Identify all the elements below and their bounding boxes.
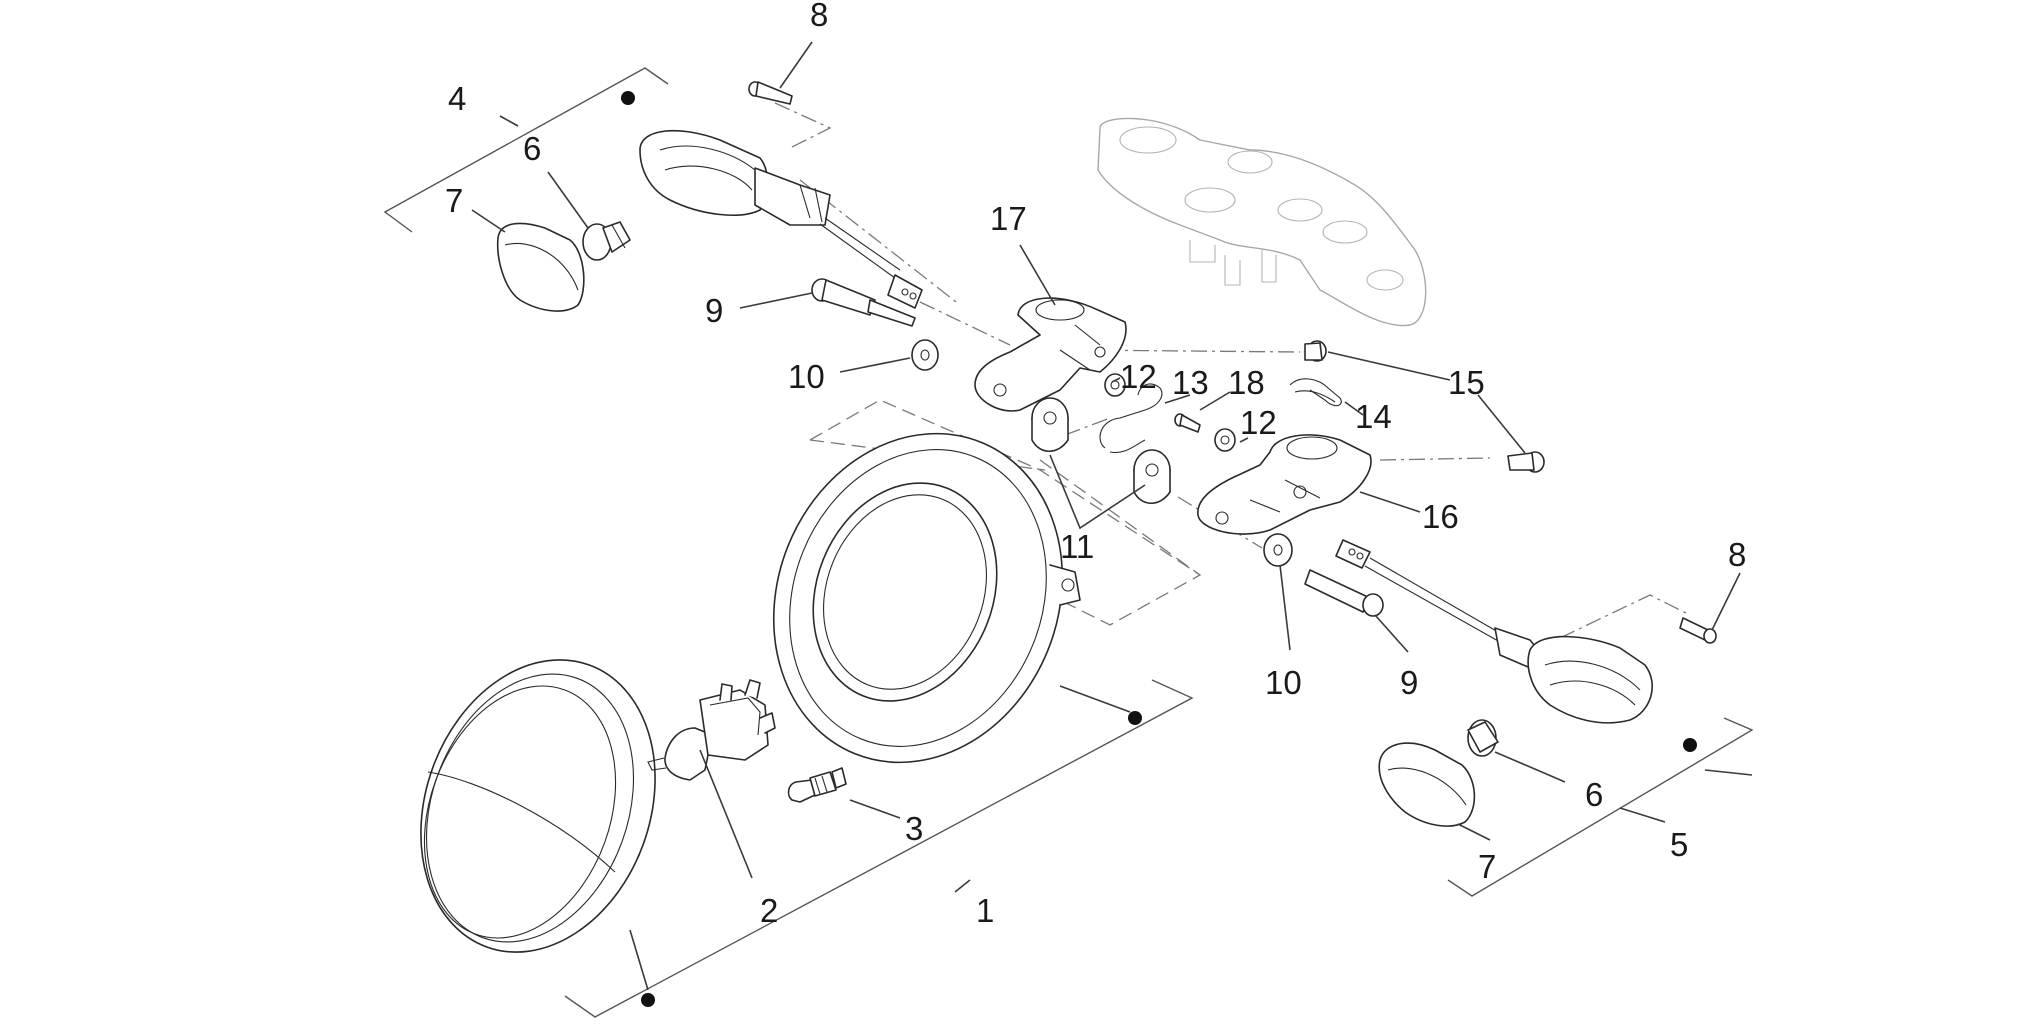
pin-15-upper [1304,340,1327,362]
rubber-grommet-lower [1133,449,1171,505]
group-bracket-5 [1447,717,1754,897]
headlight-h4-bulb [647,679,776,781]
group-5-marker-dot [1683,738,1697,752]
callout-17: 17 [990,200,1027,237]
group-4-marker-dot [621,91,635,105]
callout-11: 11 [1060,528,1094,565]
callout-8-top: 8 [810,0,828,33]
right-lens [1378,742,1476,827]
callout-2: 2 [760,892,778,929]
callout-12-lower: 12 [1240,404,1277,441]
callout-9-right: 9 [1400,664,1418,701]
washer-10-left [911,339,939,371]
callout-3: 3 [905,810,923,847]
callout-numbers: 8 4 6 7 17 9 10 12 13 18 15 14 12 16 11 … [445,0,1746,929]
callout-12-upper: 12 [1120,358,1157,395]
callout-9-left: 9 [705,292,723,329]
group-bracket-4 [383,67,669,233]
spring-clip [1099,383,1163,454]
callout-13: 13 [1172,364,1209,401]
screw-8-top [748,81,793,105]
bolt-9-left [811,278,916,327]
leader-lines [471,41,1753,991]
nut-12-upper [1104,373,1126,397]
headlight-shell [772,432,1081,764]
pilot-bulb [787,767,847,803]
nut-12-lower [1214,428,1236,452]
callout-15: 15 [1448,364,1485,401]
callout-8-right: 8 [1728,536,1746,573]
callout-7-right: 7 [1478,848,1496,885]
callout-14: 14 [1355,398,1392,435]
callout-6-right: 6 [1585,776,1603,813]
pin-15-lower [1507,451,1545,473]
left-indicator-housing [639,129,769,216]
ghost-triple-clamp [1097,117,1427,327]
right-bulb [1467,719,1499,757]
small-screw-18 [1174,413,1201,433]
right-indicator-assembly [1335,539,1654,724]
callout-10-right: 10 [1265,664,1302,701]
left-mounting-bracket [974,297,1127,412]
wire-clip-14 [1289,378,1342,407]
right-mounting-bracket [1197,434,1372,535]
callout-5: 5 [1670,826,1688,863]
rubber-grommet-upper [1031,397,1069,453]
headlight-front-lens [420,659,656,953]
callout-7-left: 7 [445,182,463,219]
left-indicator-stem [754,167,831,226]
left-indicator-connector [887,274,923,309]
bolt-9-right [1304,569,1384,617]
group-bracket-1 [564,679,1194,1018]
callout-1: 1 [976,892,994,929]
left-indicator-assembly [639,129,923,309]
callout-6-left: 6 [523,130,541,167]
screw-8-right [1679,617,1717,644]
callout-18: 18 [1228,364,1265,401]
callout-10-left: 10 [788,358,825,395]
washer-10-right [1263,533,1293,567]
right-indicator-housing [1527,635,1654,724]
group-1-marker-dot-upper [1128,711,1142,725]
group-1-marker-dot-lower [641,993,655,1007]
callout-4: 4 [448,80,466,117]
callout-16: 16 [1422,498,1459,535]
left-bulb [582,221,631,261]
left-lens [496,222,585,312]
